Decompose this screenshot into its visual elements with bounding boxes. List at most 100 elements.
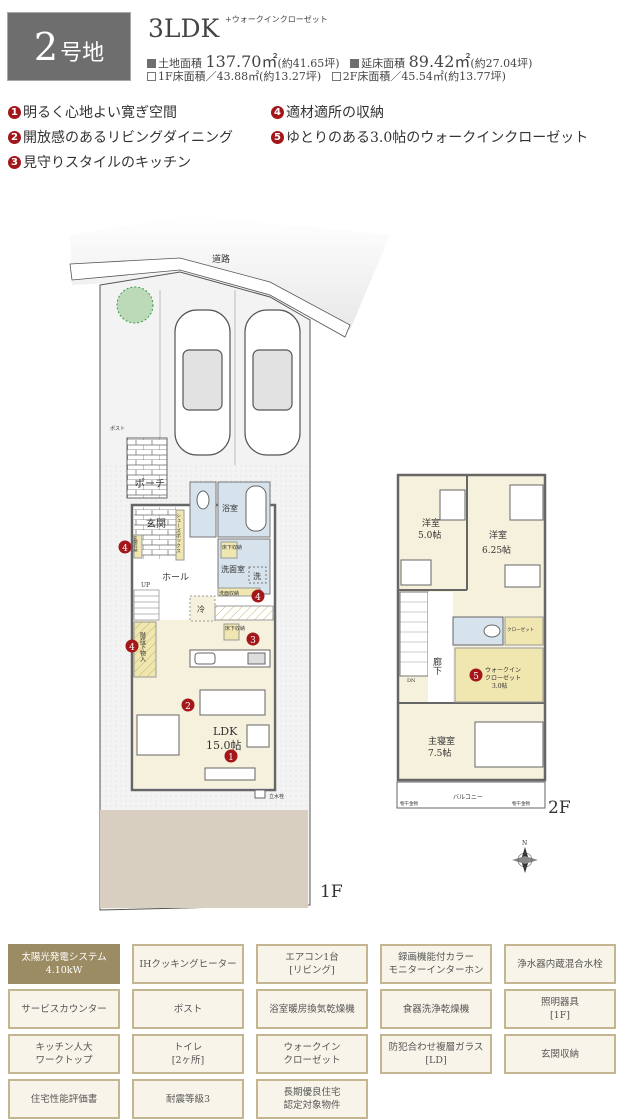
entry-storage-label: 玄関収納 — [134, 535, 139, 553]
filled-square-icon — [350, 59, 360, 68]
room2-size: 6.25帖 — [482, 544, 511, 556]
empty-square-icon — [331, 72, 341, 81]
equipment-badge: 浴室暖房換気乾燥機 — [256, 989, 368, 1029]
equipment-badge: 照明器具 [1F] — [504, 989, 616, 1029]
marker-4: 4 — [125, 639, 139, 653]
equipment-badge: 長期優良住宅 認定対象物件 — [256, 1079, 368, 1119]
balcony-label: バルコニー — [453, 794, 483, 801]
equipment-badge: 食器洗浄乾燥機 — [380, 989, 492, 1029]
tree-icon — [116, 286, 154, 324]
equipment-badge: トイレ [2ヶ所] — [132, 1034, 244, 1074]
number-badge: 3 — [8, 155, 21, 169]
marker-2: 2 — [181, 698, 195, 712]
stair-storage-label: 階段下物入 — [139, 631, 146, 662]
lot-suffix: 号地 — [60, 40, 105, 66]
equipment-badge: 住宅性能評価書 — [8, 1079, 120, 1119]
svg-text:4: 4 — [122, 544, 128, 554]
bed-icon — [474, 721, 544, 768]
yard-area — [100, 810, 308, 908]
marker-4: 4 — [118, 540, 132, 554]
shoes-box — [175, 509, 185, 561]
ldk-label: LDK — [213, 725, 238, 738]
lot-number-box: 2 号地 — [7, 12, 131, 81]
stairs-down-label: DN — [407, 678, 416, 684]
wic-label-1: ウォークイン — [485, 666, 521, 674]
f1-area: 1F床面積／43.88㎡(約13.27坪) — [158, 70, 322, 83]
svg-text:5: 5 — [473, 672, 479, 682]
equipment-badge: ウォークイン クローゼット — [256, 1034, 368, 1074]
closet-label: クローゼット — [507, 626, 534, 633]
feature-text: 開放感のあるリビングダイニング — [23, 130, 233, 146]
marker-1: 1 — [224, 749, 238, 763]
stairs-up-label: UP — [141, 582, 150, 589]
wic-label-2: クローゼット — [485, 674, 521, 682]
area-row-1: 土地面積 137.70㎡(約41.65坪) 延床面積 89.42㎡(約27.04… — [147, 48, 532, 72]
wash-storage-label: 洗面収納 — [219, 590, 239, 597]
car-icon — [174, 309, 231, 456]
wic-size: 3.0帖 — [492, 682, 508, 690]
master-bedroom-size: 7.5帖 — [428, 747, 451, 759]
road-curb — [69, 257, 351, 338]
equipment-badge: エアコン1台 [リビング] — [256, 944, 368, 984]
marker-5: 5 — [469, 668, 483, 682]
ldk-size: 15.0帖 — [206, 739, 242, 752]
underfloor-storage-label: 床下収納 — [222, 544, 242, 551]
lot-number: 2 — [33, 24, 59, 69]
land-area-tsubo: (約41.65坪) — [277, 57, 340, 70]
toilet-icon — [483, 624, 501, 638]
washer-label: 洗 — [253, 571, 261, 581]
ih-stove-icon — [247, 652, 266, 665]
room1-size: 5.0帖 — [418, 529, 441, 541]
faucet-label: 立水栓 — [269, 793, 284, 800]
equipment-badge: 浄水器内蔵混合水栓 — [504, 944, 616, 984]
equipment-badge: IHクッキングヒーター — [132, 944, 244, 984]
underfloor-storage-label-2: 床下収納 — [225, 625, 245, 632]
equipment-badge: キッチン人大 ワークトップ — [8, 1034, 120, 1074]
shoes-box-label: シューズボックス — [175, 513, 181, 553]
feature-text: 明るく心地よい寛ぎ空間 — [23, 105, 177, 121]
master-bedroom-label: 主寝室 — [428, 735, 455, 747]
compass-north: N — [522, 840, 527, 847]
layout-type: 3LDK — [148, 14, 220, 43]
svg-text:4: 4 — [255, 593, 261, 603]
svg-text:3: 3 — [250, 636, 256, 646]
f2-area: 2F床面積／45.54㎡(約13.77坪) — [342, 70, 506, 83]
desk-icon — [504, 564, 541, 588]
faucet-icon — [254, 789, 266, 799]
compass-icon: N — [512, 840, 538, 873]
marker-4: 4 — [251, 589, 265, 603]
hanger-label: 物干金物 — [400, 800, 418, 807]
number-badge: 2 — [8, 130, 21, 144]
total-floor-label: 延床面積 — [361, 57, 406, 70]
svg-text:2: 2 — [185, 702, 191, 712]
stairs — [133, 589, 160, 621]
car-icon — [244, 309, 301, 456]
hall-label: ホール — [162, 572, 189, 583]
sofa-icon — [199, 689, 266, 716]
armchair-icon — [246, 724, 270, 748]
room1-label: 洋室 — [422, 517, 440, 529]
tv-board-icon — [204, 767, 256, 781]
land-area-label: 土地面積 — [158, 57, 202, 70]
corridor-label: 廊下 — [431, 656, 442, 676]
marker-3: 3 — [246, 632, 260, 646]
desk-icon — [400, 559, 432, 586]
equipment-badge: 玄関収納 — [504, 1034, 616, 1074]
fridge — [189, 595, 216, 622]
porch-label: ポーチ — [135, 478, 165, 490]
svg-text:4: 4 — [129, 643, 135, 653]
balcony — [396, 781, 546, 809]
entrance-label: 玄関 — [146, 517, 166, 530]
floor-2f-label: 2F — [548, 798, 571, 818]
road-label: 道路 — [212, 253, 230, 265]
number-badge: 4 — [271, 105, 284, 119]
feature-text: 見守りスタイルのキッチン — [23, 155, 191, 171]
fridge-label: 冷 — [197, 604, 205, 614]
total-floor-tsubo: (約27.04坪) — [470, 57, 533, 70]
bed-icon — [439, 489, 466, 521]
closet-2f — [504, 616, 544, 646]
washroom-label: 洗面室 — [221, 564, 245, 574]
